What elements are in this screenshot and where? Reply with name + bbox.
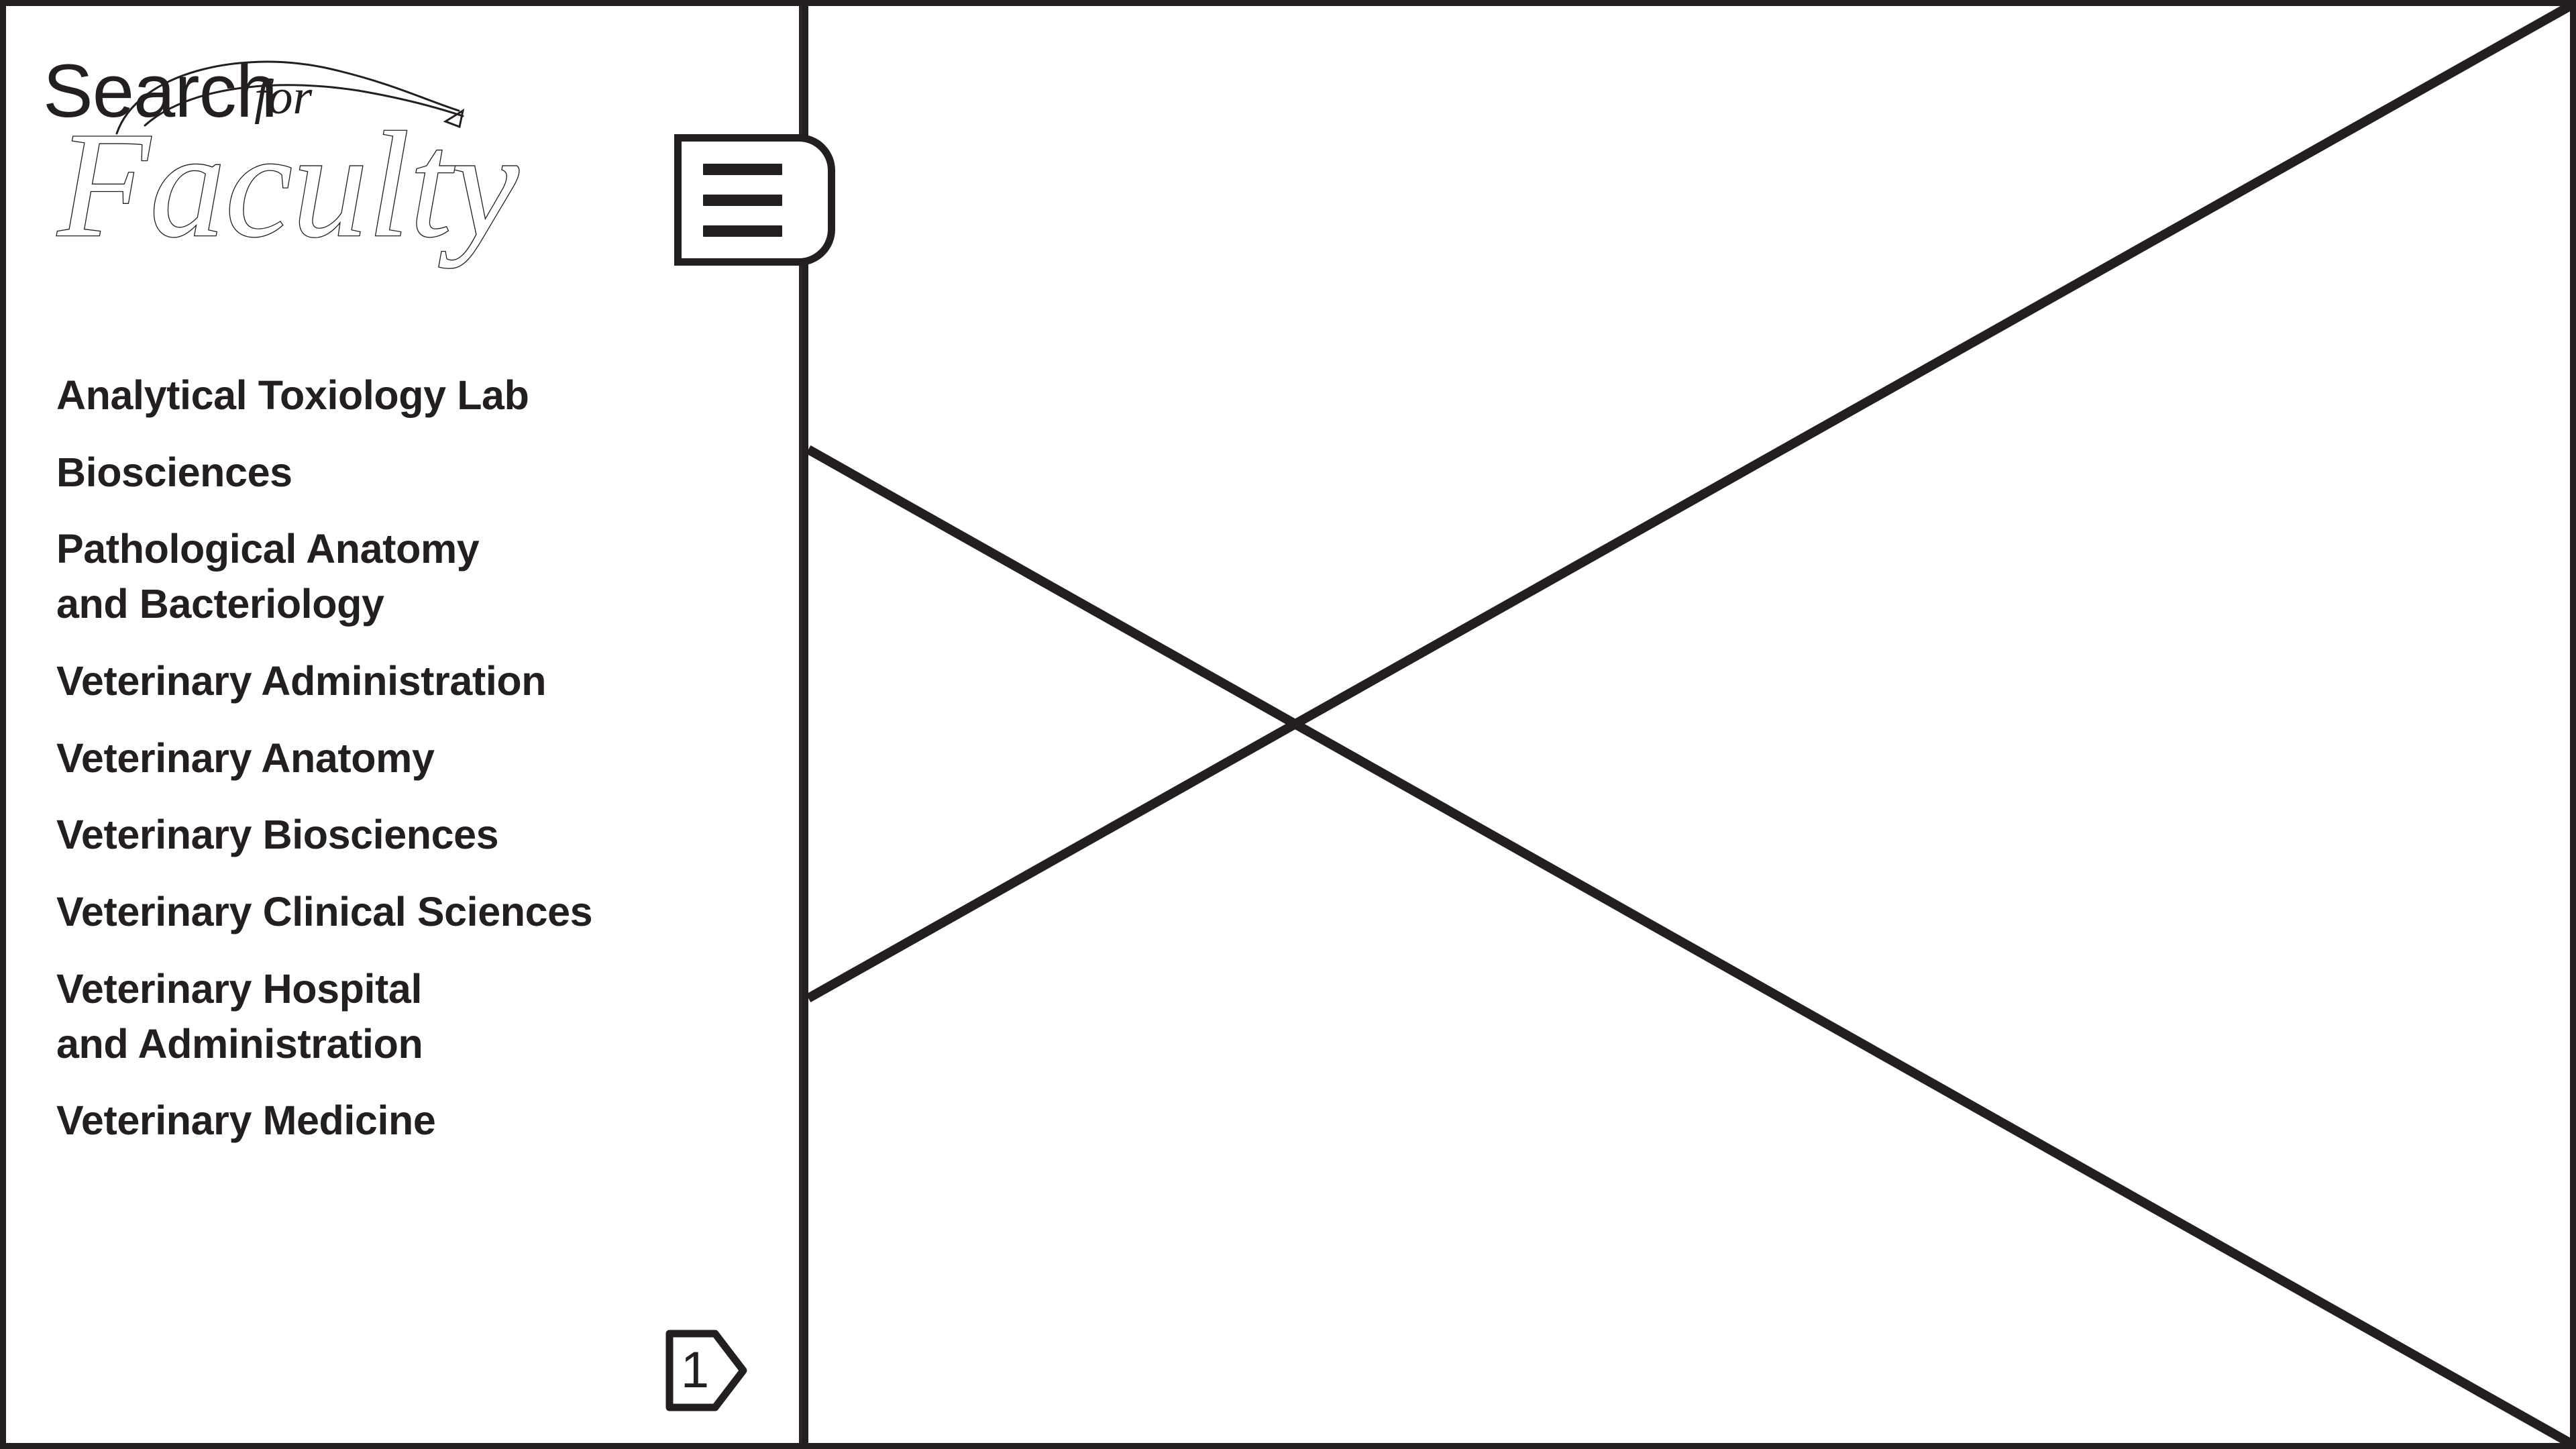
sidebar-item-veterinary-administration[interactable]: Veterinary Administration [56,657,547,704]
brand-word-faculty: Faculty [56,101,519,268]
sidebar-item-analytical-toxiology-lab[interactable]: Analytical Toxiology Lab [56,372,529,418]
diagonal-line-down [808,449,2570,1443]
page-number-label: 1 [681,1342,709,1399]
sidebar-item-veterinary-hospital-and-administration[interactable]: Veterinary Hospital and Administration [56,965,423,1067]
hamburger-bar-1 [703,163,782,175]
hamburger-bar-2 [703,194,782,206]
brand-logo[interactable]: Search for Faculty [43,46,714,269]
department-list: Analytical Toxiology Lab Biosciences Pat… [6,368,777,1148]
calligraphic-swash-icon [115,60,465,135]
hamburger-bar-3 [703,225,782,237]
page-number-tag[interactable]: 1 [665,1330,747,1411]
sidebar-item-veterinary-medicine[interactable]: Veterinary Medicine [56,1097,436,1144]
sidebar: Search for Faculty Analytical Toxiology … [6,6,802,1443]
diagonal-line-up [808,6,2570,998]
brand-word-for: for [254,70,313,125]
hamburger-menu-icon[interactable] [674,134,835,266]
sidebar-item-biosciences[interactable]: Biosciences [56,449,292,495]
page-tag-shape-icon [665,1330,747,1411]
main-content-panel [802,6,2570,1443]
sidebar-item-veterinary-biosciences[interactable]: Veterinary Biosciences [56,812,499,858]
sidebar-item-veterinary-anatomy[interactable]: Veterinary Anatomy [56,735,435,781]
sidebar-item-pathological-anatomy-and-bacteriology[interactable]: Pathological Anatomy and Bacteriology [56,526,480,627]
sidebar-item-veterinary-clinical-sciences[interactable]: Veterinary Clinical Sciences [56,889,593,935]
placeholder-crossed-box [808,6,2570,1443]
